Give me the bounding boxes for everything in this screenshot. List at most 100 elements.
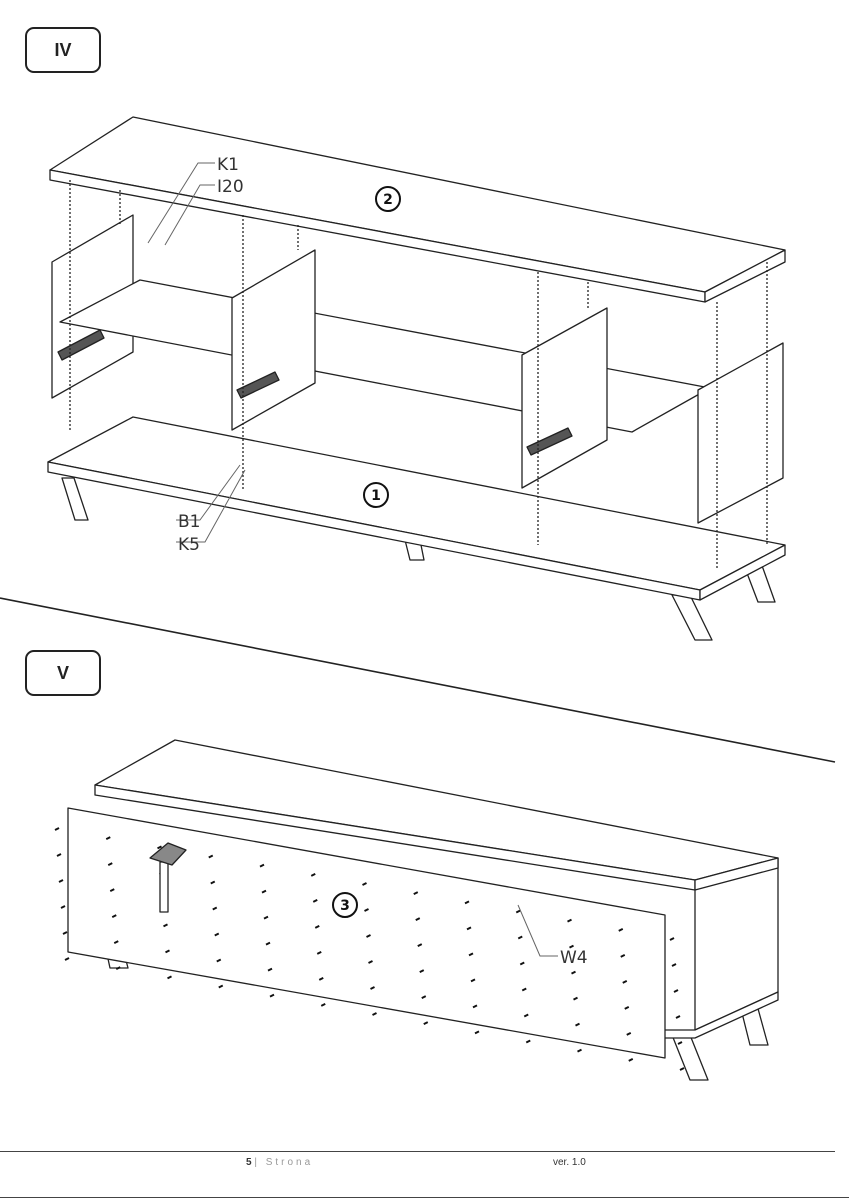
nail-mark [54, 827, 60, 831]
nail-mark [679, 1067, 685, 1071]
nail-mark [573, 996, 578, 1001]
nail-mark [267, 967, 273, 972]
page-number: 5 | Strona [246, 1157, 313, 1168]
nail-mark [628, 1057, 634, 1062]
leg [671, 594, 713, 641]
nail-marks [54, 827, 685, 1071]
nail-mark [310, 872, 316, 877]
nail-mark [263, 915, 269, 920]
nail-mark [259, 863, 265, 868]
nail-mark [64, 957, 70, 961]
nail-mark [521, 987, 527, 992]
nail-mark [362, 882, 367, 886]
callout-leaders [147, 162, 558, 957]
nail-mark [214, 932, 220, 937]
callout-i20: I20 [217, 177, 244, 197]
nail-mark [575, 1022, 580, 1027]
nail-mark [577, 1048, 582, 1053]
nail-mark [218, 984, 224, 989]
leg [61, 477, 89, 521]
part-number-1: 1 [363, 482, 389, 508]
nail-mark [366, 934, 371, 938]
back-panel [67, 807, 666, 1059]
nail-mark [208, 854, 214, 859]
nail-mark [316, 950, 322, 955]
step-iv-label: IV [25, 27, 101, 73]
nail-mark [107, 862, 113, 867]
nail-mark [622, 979, 628, 984]
nail-mark [618, 927, 624, 932]
nail-mark [318, 976, 324, 981]
step-separator [0, 597, 836, 763]
dowel-guides [69, 180, 768, 570]
leg [671, 1034, 709, 1081]
footer-divider [0, 1151, 835, 1152]
bottom-panel [47, 416, 786, 591]
side-panel-right [697, 342, 784, 524]
svg-text:3: 3 [340, 898, 350, 914]
nail-mark [519, 961, 525, 966]
divider-panel [231, 249, 316, 431]
nail-mark [62, 931, 68, 935]
nail-mark [265, 941, 271, 946]
divider-panel [521, 307, 608, 489]
nail-mark [415, 917, 421, 922]
part-number-3: 3 [332, 892, 358, 918]
nail-mark [314, 924, 320, 929]
nail-mark [669, 937, 675, 941]
nail-mark [474, 1030, 480, 1035]
nail-mark [468, 952, 474, 957]
version-label: ver. 1.0 [553, 1157, 586, 1168]
callout-k5: K5 [178, 535, 200, 555]
nail-mark [370, 986, 375, 990]
nail-mark [56, 853, 62, 857]
nail-mark [677, 1041, 683, 1045]
nail-mark [60, 905, 66, 909]
nail-mark [673, 989, 679, 993]
nail-mark [372, 1012, 377, 1016]
nail-mark [269, 993, 275, 998]
nail-mark [517, 935, 523, 940]
nail-mark [368, 960, 373, 964]
nail-mark [626, 1031, 632, 1036]
nail-mark [105, 836, 111, 841]
nail-mark [470, 978, 476, 983]
nail-mark [312, 898, 318, 903]
step-iv-drawing [47, 116, 786, 641]
nail-mark [523, 1013, 529, 1018]
nail-mark [421, 995, 427, 1000]
nail-mark [569, 944, 574, 949]
page-bottom-border [0, 1197, 849, 1198]
svg-text:1: 1 [371, 488, 381, 504]
svg-text:2: 2 [383, 192, 393, 208]
nail-mark [620, 953, 626, 958]
nail-mark [671, 963, 677, 967]
callout-k1: K1 [217, 155, 239, 175]
nail-mark [464, 900, 470, 905]
nail-mark [413, 891, 419, 896]
nail-mark [165, 949, 170, 954]
part-number-2: 2 [375, 186, 401, 212]
nail-mark [364, 908, 369, 912]
hammer-icon [149, 842, 187, 913]
nail-mark [515, 909, 521, 914]
nail-mark [58, 879, 64, 883]
callout-b1: B1 [178, 512, 200, 532]
nail-mark [261, 889, 267, 894]
nail-mark [571, 970, 576, 975]
nail-mark [163, 923, 168, 928]
top-panel [49, 116, 786, 293]
nail-mark [111, 914, 117, 919]
nail-mark [216, 958, 222, 963]
nail-mark [157, 845, 162, 850]
nail-mark [417, 943, 423, 948]
nail-mark [567, 918, 572, 923]
nail-mark [210, 880, 216, 885]
nail-mark [320, 1002, 326, 1007]
nail-mark [675, 1015, 681, 1019]
nail-mark [624, 1005, 630, 1010]
callout-w4: W4 [560, 948, 588, 968]
nail-mark [115, 966, 121, 971]
nail-mark [109, 888, 115, 893]
